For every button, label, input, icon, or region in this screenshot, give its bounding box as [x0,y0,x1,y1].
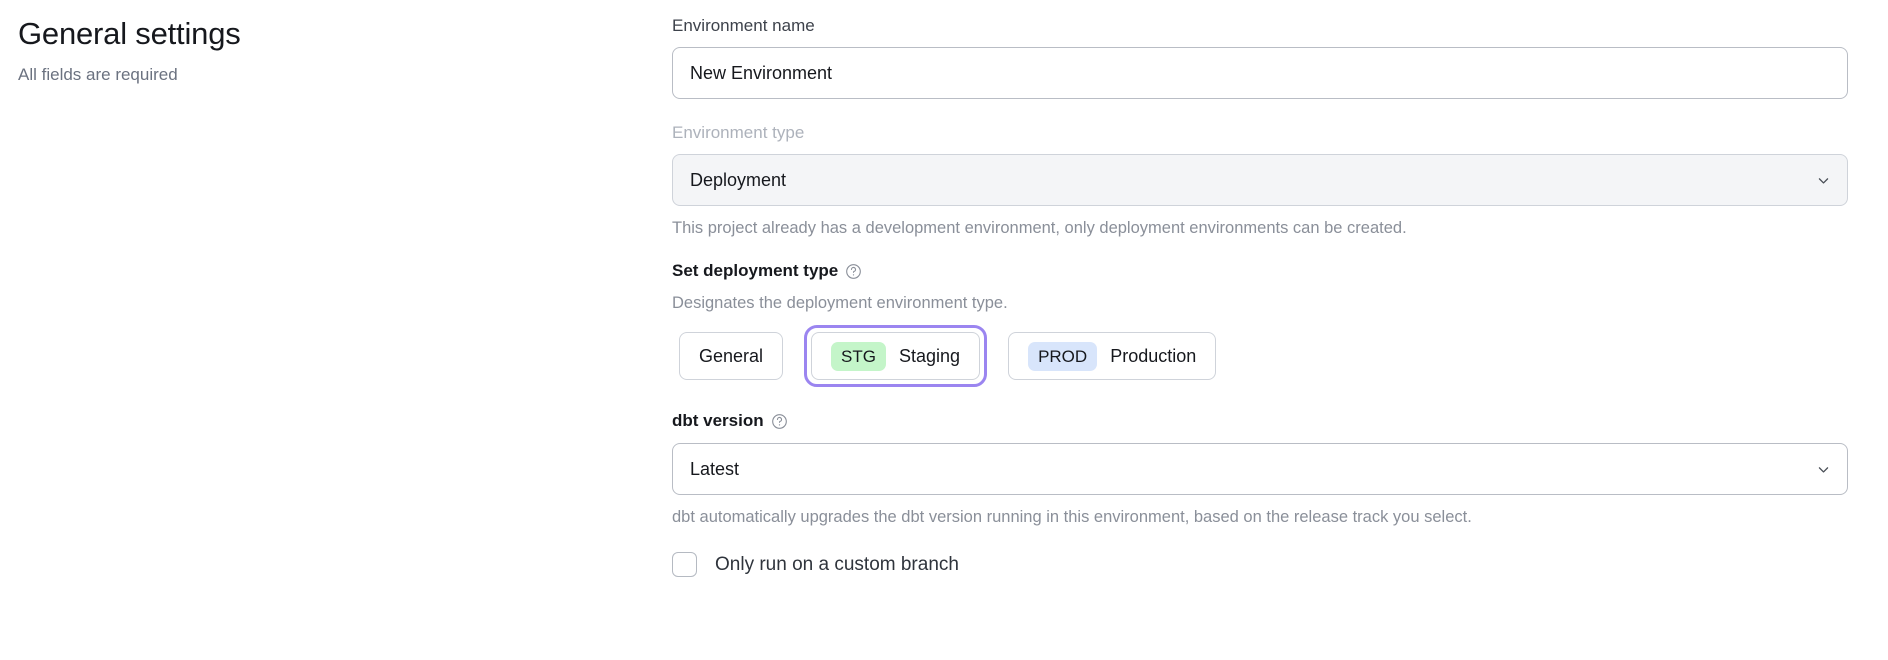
staging-badge: STG [831,341,886,371]
settings-header: General settings All fields are required [18,14,538,87]
environment-type-select[interactable]: Deployment [672,154,1848,206]
question-circle-icon[interactable] [845,263,862,280]
deployment-type-label: Set deployment type [672,261,839,280]
dbt-version-field: dbt version Latest dbt automatica [672,409,1848,529]
custom-branch-checkbox[interactable] [672,552,697,577]
dbt-version-select[interactable]: Latest [672,443,1848,495]
custom-branch-row: Only run on a custom branch [672,552,1848,577]
environment-type-value: Deployment [690,170,787,190]
deployment-type-options: General STG Staging PROD Production [672,325,1848,387]
deployment-option-production-label: Production [1110,346,1197,366]
deployment-option-production[interactable]: PROD Production [1008,332,1217,380]
dbt-version-label: dbt version [672,411,764,430]
custom-branch-label: Only run on a custom branch [715,554,959,575]
dbt-version-help-text: dbt automatically upgrades the dbt versi… [672,508,1472,526]
deployment-option-staging-label: Staging [899,346,961,366]
chevron-down-icon [1817,174,1830,187]
page-subtitle: All fields are required [18,65,178,84]
environment-type-field: Environment type Deployment This project… [672,121,1848,240]
deployment-option-staging[interactable]: STG Staging [811,332,981,380]
deployment-option-production-wrap: PROD Production [1001,325,1223,387]
deployment-type-header: Set deployment type [672,259,1848,283]
deployment-option-general[interactable]: General [679,332,784,380]
environment-type-label: Environment type [672,123,805,142]
deployment-option-general-label: General [699,346,764,366]
settings-form: Environment name New Environment Environ… [672,14,1848,577]
environment-name-input[interactable]: New Environment [672,47,1848,99]
deployment-type-field: Set deployment type Designates the deplo… [672,259,1848,387]
dbt-version-header: dbt version [672,409,1848,433]
dbt-version-value: Latest [690,459,740,479]
page-title: General settings [18,16,241,51]
question-circle-icon[interactable] [771,413,788,430]
environment-type-help-text: This project already has a development e… [672,219,1407,237]
production-badge: PROD [1028,341,1098,371]
environment-name-label: Environment name [672,16,815,35]
deployment-option-general-wrap: General [672,325,790,387]
deployment-type-description: Designates the deployment environment ty… [672,294,1008,312]
environment-name-field: Environment name New Environment [672,14,1848,99]
chevron-down-icon [1817,463,1830,476]
deployment-option-staging-wrap: STG Staging [804,325,988,387]
